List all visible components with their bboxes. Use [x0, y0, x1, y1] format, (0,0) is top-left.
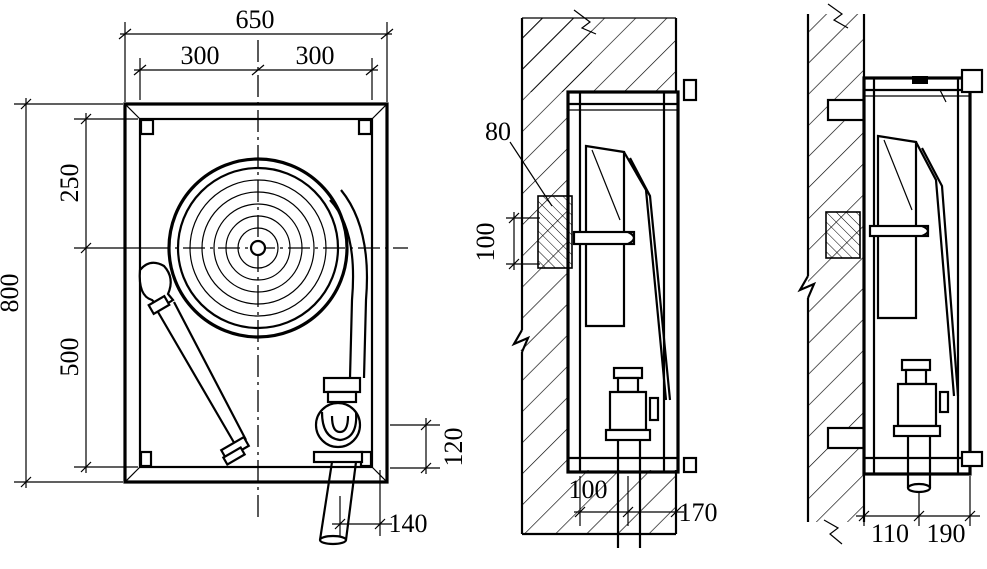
dimension-650: 650	[118, 5, 394, 102]
side-view-recessed: 80 100 100 170	[471, 9, 718, 548]
dim-500-label: 500	[55, 338, 84, 377]
dim-110-label: 110	[871, 519, 909, 548]
side-view-surface: 110 190	[797, 3, 984, 548]
dim-80-label: 80	[485, 117, 511, 146]
wall-hatch	[514, 14, 676, 534]
dim-100-bottom-label: 100	[569, 475, 608, 504]
dimension-100-vertical: 100	[471, 212, 540, 270]
dim-250-label: 250	[55, 164, 84, 203]
hose-reel	[167, 157, 369, 379]
fire-hydrant-valve	[312, 376, 364, 546]
dim-190-label: 190	[927, 519, 966, 548]
dimension-140: 140	[332, 470, 428, 538]
dim-300-right-label: 300	[296, 41, 335, 70]
dim-120-label: 120	[439, 428, 468, 467]
dimension-300-300: 300 300	[133, 41, 379, 100]
dimension-100-170: 100 170	[569, 475, 718, 527]
dim-650-label: 650	[236, 5, 275, 34]
nozzle	[138, 261, 251, 466]
dimension-120: 120	[390, 418, 468, 474]
dimension-250-500: 250 500	[55, 113, 148, 473]
dim-140-label: 140	[389, 509, 428, 538]
dimension-800: 800	[0, 98, 123, 488]
dimension-110-190: 110 190	[856, 476, 980, 548]
dim-300-left-label: 300	[181, 41, 220, 70]
front-view: 650 300 300 800	[0, 5, 468, 546]
dim-100-vertical-label: 100	[471, 223, 500, 262]
dimension-80: 80	[485, 117, 553, 207]
dim-170-label: 170	[679, 498, 718, 527]
dim-800-label: 800	[0, 274, 24, 313]
cabinet-frame	[123, 102, 389, 484]
